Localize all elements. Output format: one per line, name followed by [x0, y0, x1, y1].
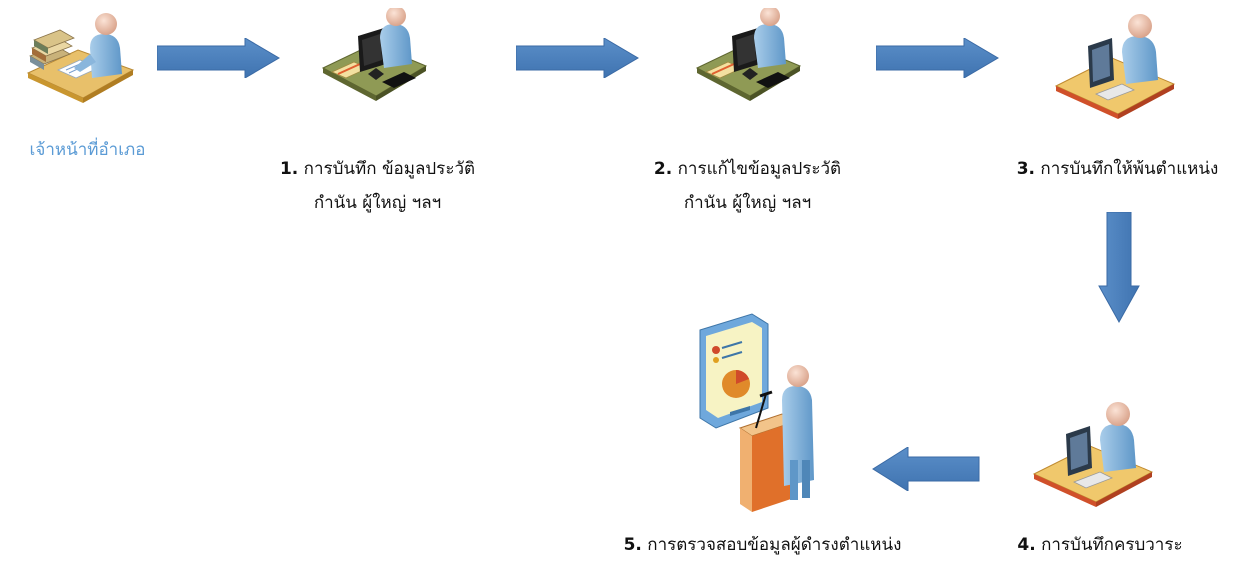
step-4-label: 4. การบันทึกครบวาระ — [985, 528, 1215, 562]
step-3-label: 3. การบันทึกให้พ้นตำแหน่ง — [990, 152, 1245, 186]
step-2-number: 2. — [653, 159, 673, 179]
step-2-label: 2. การแก้ไขข้อมูลประวัติ กำนัน ผู้ใหญ่ ฯ… — [630, 152, 865, 220]
arrow-right — [157, 38, 280, 78]
step-1-label: 1. การบันทึก ข้อมูลประวัติ กำนัน ผู้ใหญ่… — [250, 152, 505, 220]
step-3-number: 3. — [1016, 159, 1035, 179]
start-label-text: เจ้าหน้าที่อำเภอ — [29, 140, 146, 160]
step-2-line2: กำนัน ผู้ใหญ่ ฯลฯ — [683, 193, 812, 213]
step-2-line1: การแก้ไขข้อมูลประวัติ — [672, 159, 842, 179]
arrow-right — [876, 38, 999, 78]
computer-workstation-icon — [692, 6, 802, 112]
step-3-line1: การบันทึกให้พ้นตำแหน่ง — [1035, 159, 1219, 179]
step-1-line2: กำนัน ผู้ใหญ่ ฯลฯ — [313, 193, 442, 213]
person-at-computer-icon — [1052, 8, 1177, 127]
computer-workstation-icon — [318, 6, 428, 112]
step-5-line1: การตรวจสอบข้อมูลผู้ดำรงตำแหน่ง — [641, 535, 902, 555]
arrow-left — [872, 447, 980, 491]
step-4-line1: การบันทึกครบวาระ — [1035, 535, 1183, 555]
step-1-number: 1. — [279, 159, 299, 179]
step-5-label: 5. การตรวจสอบข้อมูลผู้ดำรงตำแหน่ง — [590, 528, 935, 562]
step-1-line1: การบันทึก ข้อมูลประวัติ — [298, 159, 476, 179]
officer-desk-icon — [18, 8, 138, 112]
presentation-podium-icon — [690, 310, 830, 524]
step-5-number: 5. — [623, 535, 642, 555]
arrow-down — [1098, 212, 1140, 324]
start-label: เจ้าหน้าที่อำเภอ — [0, 133, 175, 167]
step-4-number: 4. — [1017, 535, 1036, 555]
arrow-right — [516, 38, 639, 78]
person-at-computer-icon — [1030, 396, 1155, 515]
